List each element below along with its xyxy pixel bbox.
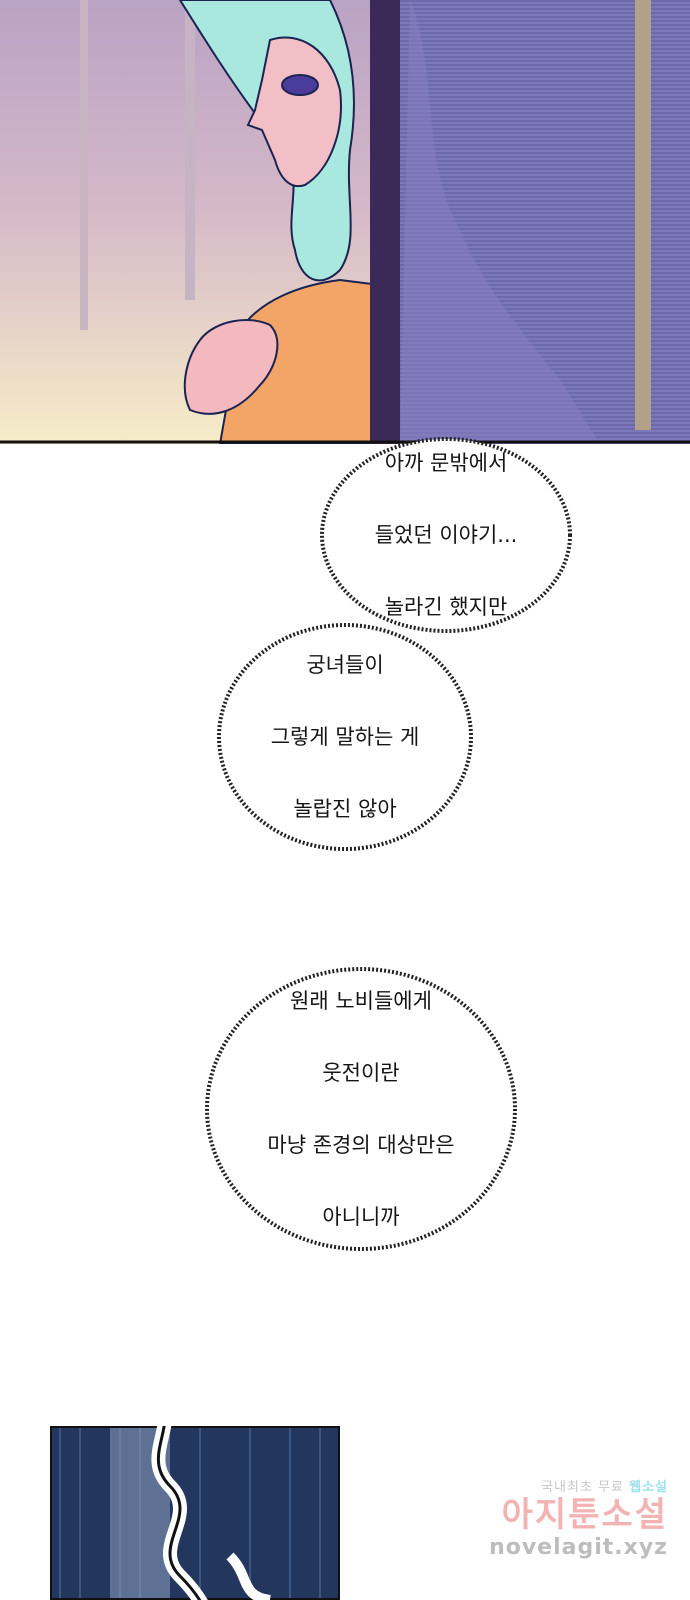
speech-bubble-3: 원래 노비들에게 웃전이란 마냥 존경의 대상만은 아니니까 — [198, 956, 524, 1262]
bubble-1-text: 아까 문밖에서 들었던 이야기... 놀라긴 했지만 — [374, 451, 518, 619]
spiky-bubble-shape — [217, 623, 473, 851]
watermark-logo-text: 아지툰소설 — [501, 1495, 668, 1535]
bottom-comic-panel — [50, 1426, 340, 1600]
bottom-panel-illustration — [50, 1426, 340, 1600]
speech-bubble-1: 아까 문밖에서 들었던 이야기... 놀라긴 했지만 — [312, 424, 580, 646]
watermark-url: novelagit.xyz — [489, 1535, 668, 1560]
bubble-2-text: 궁녀들이 그렇게 말하는 게 놀랍진 않아 — [270, 653, 420, 821]
top-comic-panel — [0, 0, 690, 444]
spiky-bubble-shape — [320, 437, 572, 633]
top-panel-illustration — [0, 0, 690, 444]
spiky-bubble-shape — [205, 967, 517, 1251]
watermark: 국내최초 무료 웹소설 아지툰소설 novelagit.xyz — [458, 1476, 668, 1561]
speech-bubble-2: 궁녀들이 그렇게 말하는 게 놀랍진 않아 — [210, 612, 480, 862]
watermark-tagline: 국내최초 무료 웹소설 — [541, 1480, 668, 1495]
bubble-3-text: 원래 노비들에게 웃전이란 마냥 존경의 대상만은 아니니까 — [267, 989, 455, 1229]
